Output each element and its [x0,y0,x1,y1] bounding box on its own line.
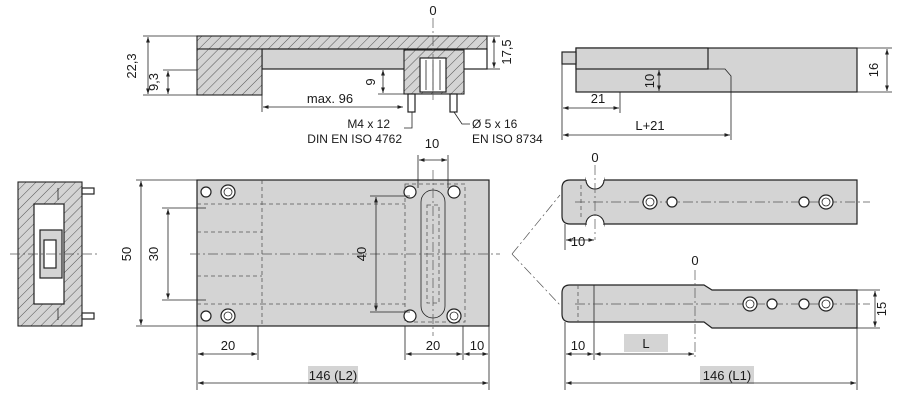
top-plate [196,35,488,50]
dim-clamp-height: 9 [363,78,378,85]
dim-plan-length: 146 (L2) [309,368,357,383]
dim-slot-width: 10 [425,136,439,151]
screw-standard: DIN EN ISO 4762 [307,132,402,146]
end-pin-top [81,187,95,195]
screw-spec: M4 x 12 [347,117,390,131]
dim-rail-bottom-notch: 10 [571,338,585,353]
pin-spec: Ø 5 x 16 [472,117,518,131]
dim-edge-offset: 10 [470,338,484,353]
dim-side-offset: 21 [591,91,605,106]
dim-slot-offset: 20 [426,338,440,353]
dim-side-length: L+21 [635,118,664,133]
dim-plan-height: 50 [119,247,134,261]
dim-height-step: 9,3 [146,73,161,91]
side-tip [561,51,577,65]
end-pin-bottom [81,312,95,320]
dim-top-zero: 0 [429,3,436,18]
side-view [561,47,892,140]
rail-bottom-view [561,270,880,390]
section-view [143,18,500,129]
dim-height-total: 22,3 [124,53,139,78]
dim-rail-zero-top: 0 [591,150,598,165]
dim-rail-zero-bottom: 0 [691,253,698,268]
pin [449,93,458,113]
dim-rail-var-length: L [642,336,649,351]
dim-slot-height: 40 [354,247,369,261]
dim-hole-spacing-vertical: 30 [146,247,161,261]
dim-side-step-height: 10 [642,74,657,88]
plan-holes [200,184,462,324]
dim-side-height: 16 [866,63,881,77]
dim-rail-height: 15 [874,302,889,316]
rail-bottom-body [561,284,858,329]
guide-bar [261,48,406,70]
rail-top-view [561,165,870,250]
dim-rail-top-notch: 10 [571,234,585,249]
end-section-view [10,181,100,327]
screw-shank [407,93,416,113]
dim-thickness-right: 17,5 [499,39,514,64]
pin-standard: EN ISO 8734 [472,132,543,146]
dim-left-hole-offset: 20 [221,338,235,353]
left-jaw-block [196,48,263,96]
dim-max-travel: max. 96 [307,91,353,106]
plan-view [136,155,500,390]
dim-rail-length: 146 (L1) [703,368,751,383]
